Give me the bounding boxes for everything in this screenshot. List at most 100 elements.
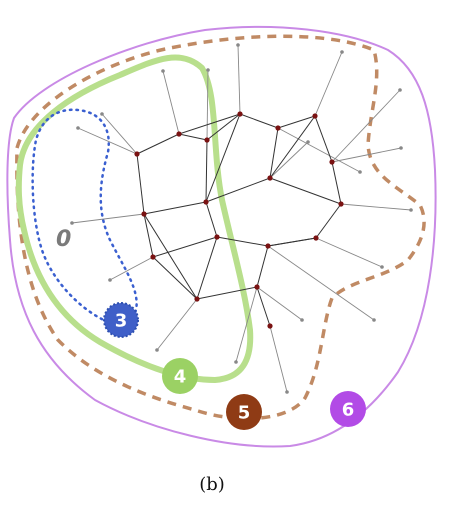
core-node: [312, 113, 318, 119]
leaf-node: [285, 390, 289, 394]
core-node: [313, 235, 319, 241]
core-edge: [196, 286, 258, 300]
spoke-edge: [162, 70, 180, 135]
spoke-edge: [269, 325, 288, 393]
leaf-node: [306, 140, 310, 144]
core-edge: [205, 113, 241, 203]
core-edge: [178, 113, 241, 135]
leaf-node: [340, 50, 344, 54]
core-edge: [267, 237, 317, 247]
core-node: [150, 254, 156, 260]
core-edge: [256, 286, 271, 327]
core-edge: [152, 236, 218, 258]
badge-6-label: 6: [342, 400, 355, 421]
boundary-5-outline: [15, 34, 426, 421]
leaf-node: [236, 43, 240, 47]
leaf-node: [108, 278, 112, 282]
core-edge: [206, 113, 241, 141]
core-edge: [314, 115, 333, 163]
core-edge: [196, 236, 218, 300]
core-node: [237, 111, 243, 117]
core-node: [254, 284, 260, 290]
leaf-node: [155, 348, 159, 352]
core-node: [204, 137, 210, 143]
spoke-edge: [267, 245, 375, 321]
core-node: [134, 151, 140, 157]
core-edge: [256, 245, 269, 288]
core-edge: [136, 153, 145, 215]
core-node: [176, 131, 182, 137]
core-edge: [143, 201, 207, 215]
badge-4: 4: [162, 358, 198, 394]
core-edge: [269, 115, 316, 179]
leaf-node: [100, 112, 104, 116]
spoke-edge: [71, 213, 145, 224]
core-edge: [178, 133, 208, 141]
spoke-edge: [77, 127, 138, 155]
core-node: [329, 159, 335, 165]
core-node: [267, 175, 273, 181]
core-edge: [143, 213, 198, 300]
core-edge: [152, 256, 198, 300]
boundary-4-outline: [15, 54, 254, 384]
core-node: [203, 199, 209, 205]
leaf-node: [409, 208, 413, 212]
core-edge: [216, 236, 269, 247]
nodes-layer: [70, 43, 413, 394]
core-edge: [239, 113, 279, 129]
core-edge: [143, 213, 154, 258]
core-edge: [205, 201, 218, 238]
core-node: [338, 201, 344, 207]
leaf-node: [70, 221, 74, 225]
core-node: [194, 296, 200, 302]
edges-layer: [71, 44, 412, 393]
core-edge: [269, 127, 279, 179]
leaf-node: [372, 318, 376, 322]
core-node: [275, 125, 281, 131]
core-edge: [331, 161, 342, 205]
badge-4-label: 4: [174, 367, 187, 388]
spoke-edge: [331, 89, 401, 163]
core-edge: [277, 115, 316, 129]
spoke-edge: [109, 256, 154, 281]
spoke-edge: [269, 141, 309, 179]
leaf-node: [358, 170, 362, 174]
spoke-edge: [315, 237, 383, 268]
leaf-node: [206, 68, 210, 72]
spoke-edge: [331, 147, 402, 163]
badge-6: 6: [330, 391, 366, 427]
spoke-edge: [156, 298, 198, 351]
core-edge: [315, 203, 342, 239]
core-node: [265, 243, 271, 249]
spoke-edge: [256, 286, 303, 321]
leaf-node: [76, 126, 80, 130]
core-edge: [269, 177, 342, 205]
spoke-edge: [277, 127, 361, 173]
core-node: [267, 323, 273, 329]
badge-5: 5: [226, 394, 262, 430]
spoke-edge: [206, 69, 209, 141]
spoke-edge: [235, 286, 258, 363]
spoke-edge: [101, 113, 138, 155]
badge-3-label: 3: [115, 311, 128, 332]
core-node: [141, 211, 147, 217]
leaf-node: [234, 360, 238, 364]
leaf-node: [380, 265, 384, 269]
spoke-edge: [340, 203, 412, 211]
leaf-node: [161, 69, 165, 73]
boundary-3-outline: [31, 108, 138, 325]
figure-caption: (b): [199, 474, 225, 495]
badge-3: 3: [103, 302, 139, 338]
origin-label: 0: [56, 227, 71, 252]
spoke-edge: [237, 44, 241, 115]
spoke-edge: [314, 51, 343, 117]
core-edge: [205, 177, 271, 203]
core-edge: [136, 133, 180, 155]
badge-5-label: 5: [238, 403, 251, 424]
leaf-node: [399, 146, 403, 150]
boundary-6-outline: [6, 25, 437, 448]
core-node: [214, 234, 220, 240]
leaf-node: [300, 318, 304, 322]
leaf-node: [398, 88, 402, 92]
